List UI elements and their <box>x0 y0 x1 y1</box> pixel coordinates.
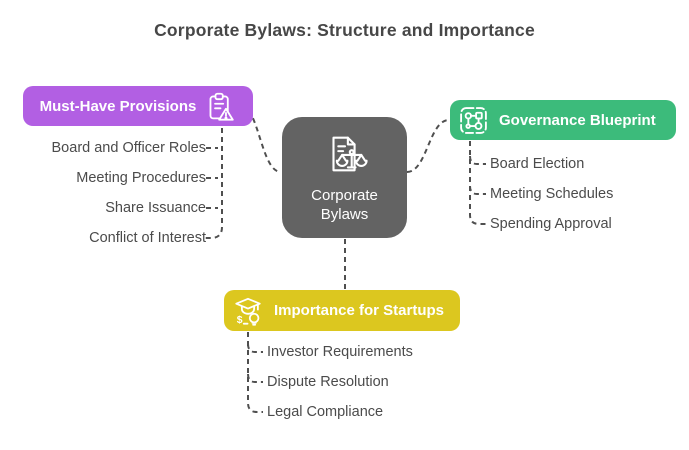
list-item: Board and Officer Roles <box>51 140 206 156</box>
branch-box-must-have-provisions: Must-Have Provisions <box>23 86 253 126</box>
bottom-branch-tick <box>247 373 263 383</box>
bottom-branch-items: Investor Requirements Dispute Resolution… <box>267 337 467 427</box>
list-item: Meeting Schedules <box>490 186 614 202</box>
branch-bottom-label: Importance for Startups <box>274 302 445 319</box>
list-item: Spending Approval <box>490 216 612 232</box>
list-item: Investor Requirements <box>267 344 413 360</box>
graduation-dollar-idea-icon: $ <box>232 295 264 327</box>
list-item: Meeting Procedures <box>76 170 206 186</box>
list-item: Conflict of Interest <box>89 230 206 246</box>
page-title: Corporate Bylaws: Structure and Importan… <box>154 20 535 40</box>
bottom-branch-tick <box>247 343 263 353</box>
list-item: Share Issuance <box>105 200 206 216</box>
branch-box-importance-for-startups: $ Importance for Startups <box>224 290 460 331</box>
document-scales-icon <box>322 131 368 182</box>
connector-center-to-right <box>406 119 450 173</box>
blueprint-icon <box>458 105 489 136</box>
bottom-branch-rail <box>247 332 263 413</box>
branch-left-label: Must-Have Provisions <box>39 97 197 115</box>
svg-text:$: $ <box>237 314 243 325</box>
right-branch-rail <box>469 141 486 225</box>
list-item: Board Election <box>490 156 585 172</box>
list-item: Dispute Resolution <box>267 374 389 390</box>
right-branch-items: Board Election Meeting Schedules Spendin… <box>490 149 680 239</box>
right-branch-tick <box>469 155 486 165</box>
branch-box-governance-blueprint: Governance Blueprint <box>450 100 676 140</box>
center-node-label: Corporate Bylaws <box>311 186 378 223</box>
left-branch-items: Board and Officer Roles Meeting Procedur… <box>8 133 206 253</box>
clipboard-alert-icon <box>205 91 236 122</box>
left-branch-rail <box>205 128 223 239</box>
right-branch-tick <box>469 185 486 195</box>
list-item: Legal Compliance <box>267 404 384 420</box>
branch-right-label: Governance Blueprint <box>499 111 656 129</box>
center-node-corporate-bylaws: Corporate Bylaws <box>282 117 407 238</box>
